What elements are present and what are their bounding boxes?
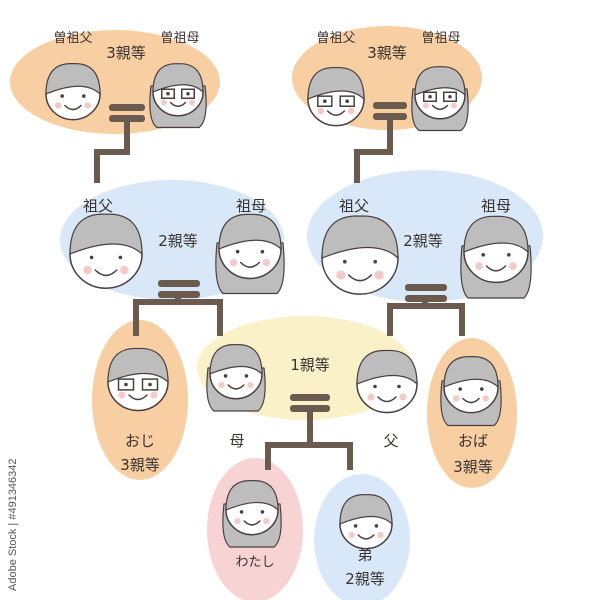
face-great-grandmother-right-icon — [411, 66, 469, 132]
label-brother: 弟 — [357, 546, 372, 564]
label-degree-uncle: 3親等 — [120, 456, 160, 474]
watermark-text: Adobe Stock | #491346342 — [7, 458, 19, 591]
marriage-equals-icon — [405, 284, 447, 291]
label-uncle: おじ — [125, 432, 155, 450]
face-grandmother-left-icon — [215, 213, 285, 295]
marriage-equals-icon — [109, 115, 145, 122]
line-parents — [265, 410, 353, 470]
face-brother-icon — [339, 494, 393, 550]
label-degree-great-right: 3親等 — [367, 44, 407, 62]
label-grandmother-right: 祖母 — [481, 197, 511, 215]
face-great-grandfather-right-icon — [307, 66, 365, 127]
label-degree-brother: 2親等 — [345, 570, 385, 588]
label-father: 父 — [383, 432, 398, 450]
faces — [45, 63, 532, 550]
marriage-equals-icon — [405, 295, 447, 302]
marriage-equals-icon — [373, 113, 407, 120]
label-mother: 母 — [229, 432, 244, 450]
marriage-equals-icon — [158, 291, 200, 298]
label-great-grandmother-left: 曽祖母 — [160, 31, 199, 46]
label-degree-aunt: 3親等 — [453, 458, 493, 476]
face-grandfather-right-icon — [321, 215, 399, 295]
marriage-equals-icon — [373, 102, 407, 109]
label-degree-grandparents-right: 2親等 — [403, 232, 443, 250]
marriage-equals-icon — [109, 104, 145, 111]
label-degree-grandparents-left: 2親等 — [158, 232, 198, 250]
label-aunt: おば — [458, 432, 488, 450]
marriage-symbols — [109, 102, 447, 412]
line-great-grandparents-left — [94, 118, 130, 183]
face-self-icon — [222, 480, 282, 548]
label-grandfather-left: 祖父 — [83, 197, 113, 215]
marriage-equals-icon — [158, 280, 200, 287]
label-degree-parents: 1親等 — [290, 356, 330, 374]
face-uncle-icon — [107, 347, 169, 412]
label-grandfather-right: 祖父 — [339, 197, 369, 215]
label-great-grandfather-right: 曽祖父 — [316, 31, 355, 46]
face-father-icon — [356, 349, 418, 414]
line-great-grandparents-right — [354, 118, 393, 183]
labels: 曽祖父 3親等 曽祖母 曽祖父 3親等 曽祖母 祖父 祖母 2親等 祖父 祖母 … — [53, 31, 511, 588]
line-grandparents-right — [387, 300, 465, 336]
label-great-grandmother-right: 曽祖母 — [421, 31, 460, 46]
face-mother-icon — [206, 344, 266, 412]
face-aunt-icon — [440, 356, 502, 427]
marriage-equals-icon — [290, 405, 330, 412]
label-degree-great-left: 3親等 — [106, 44, 146, 62]
label-great-grandfather-left: 曽祖父 — [53, 31, 92, 46]
face-grandfather-left-icon — [69, 213, 143, 289]
label-grandmother-left: 祖母 — [236, 197, 266, 215]
face-grandmother-right-icon — [460, 215, 532, 299]
face-great-grandfather-left-icon — [45, 63, 101, 121]
marriage-equals-icon — [290, 394, 330, 401]
face-great-grandmother-left-icon — [149, 63, 207, 129]
connector-lines — [94, 118, 465, 470]
label-self: わたし — [235, 555, 274, 570]
